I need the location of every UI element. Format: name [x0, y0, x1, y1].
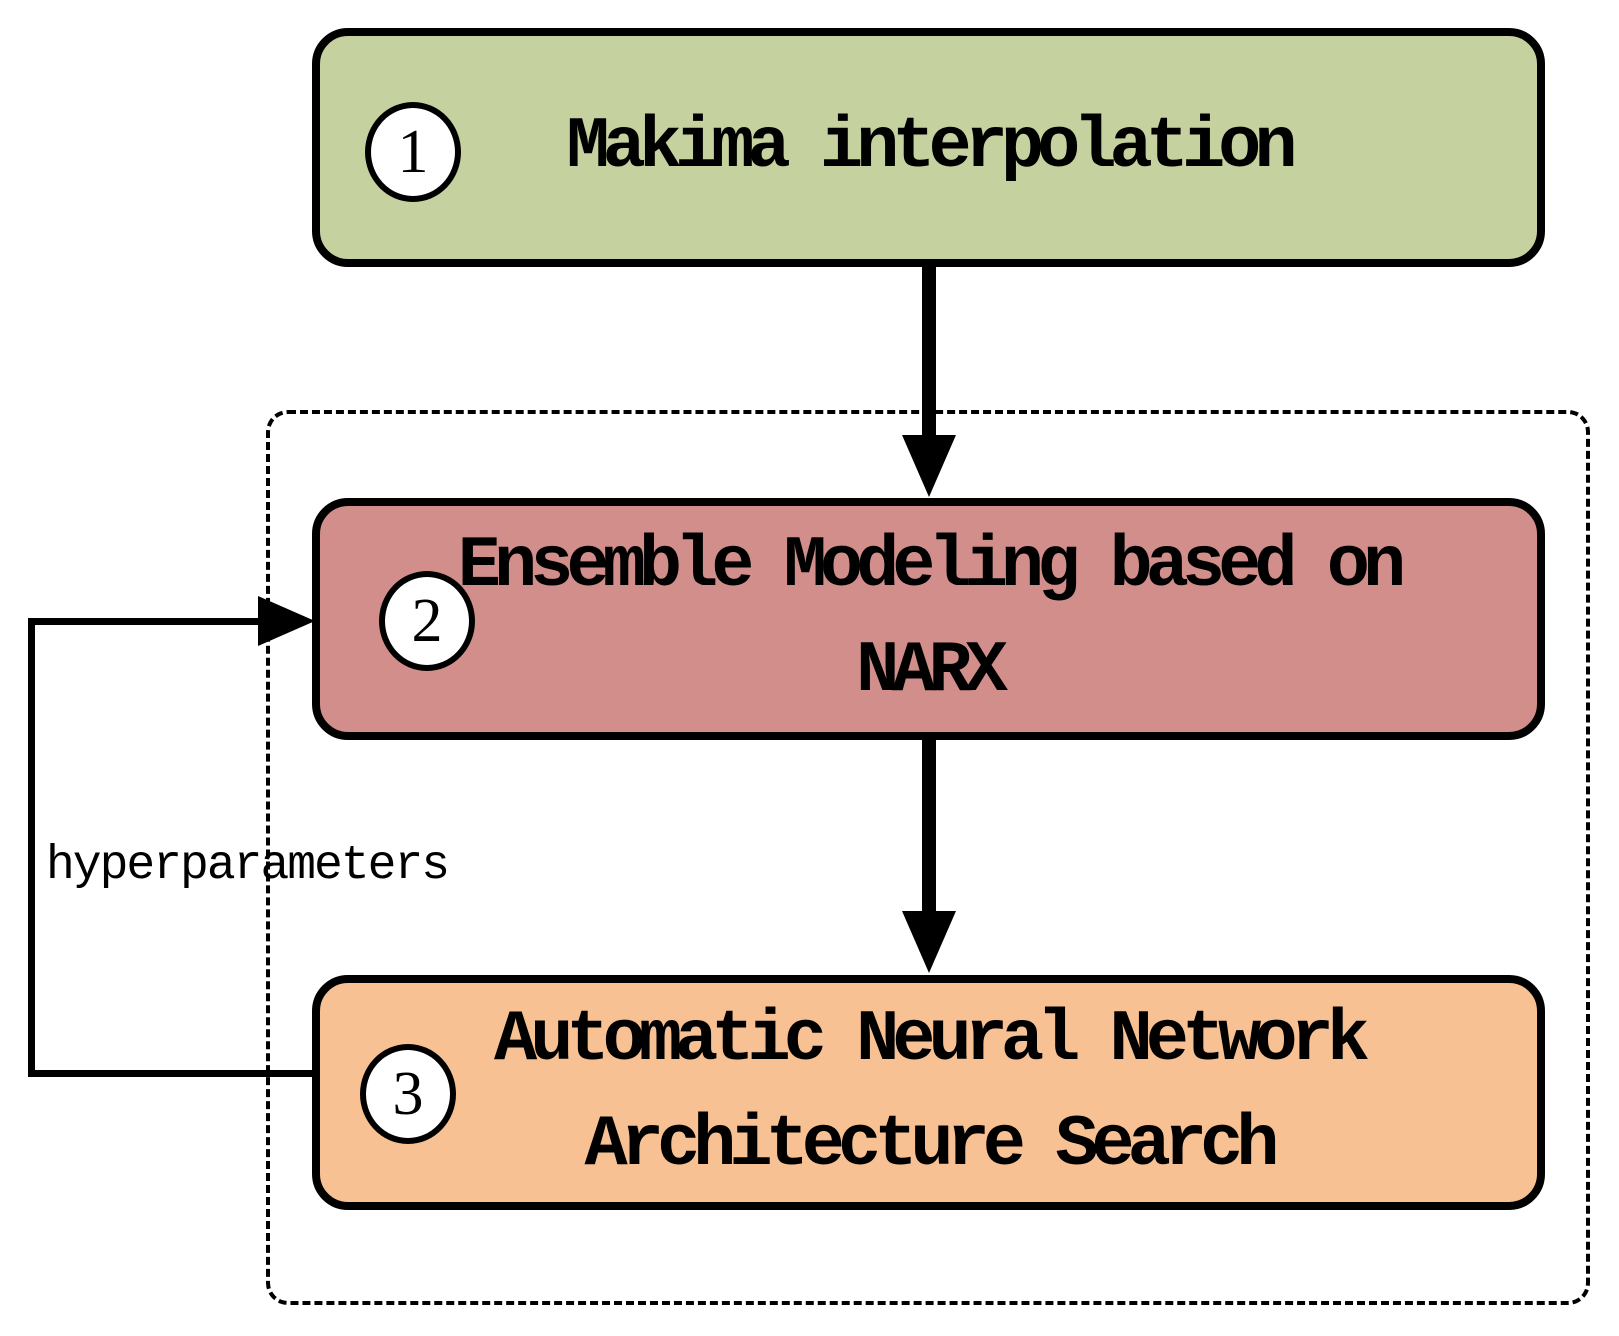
arrow-step2-to-step3-shaft [922, 736, 936, 916]
step-2-number-badge: 2 [379, 571, 475, 671]
feedback-line-bottom [28, 1070, 316, 1077]
step-2-box: Ensemble Modeling based on NARX [312, 498, 1545, 740]
arrow-step2-to-step3-head-icon [902, 911, 956, 973]
step-1-number-badge: 1 [365, 102, 461, 202]
feedback-line-vertical [28, 618, 35, 1077]
step-1-label: Makima interpolation [566, 106, 1297, 188]
step-3-number-badge: 3 [360, 1044, 456, 1144]
step-1-box: Makima interpolation [312, 28, 1545, 267]
step-3-number: 3 [392, 1059, 424, 1128]
feedback-line-top [28, 618, 260, 625]
step-3-box: Automatic Neural Network Architecture Se… [312, 975, 1545, 1210]
step-2-label: Ensemble Modeling based on NARX [457, 525, 1406, 712]
step-1-number: 1 [397, 117, 429, 186]
feedback-arrow-head-icon [258, 596, 315, 646]
step-3-label: Automatic Neural Network Architecture Se… [494, 998, 1370, 1186]
feedback-label: hyperparameters [46, 839, 450, 893]
arrow-step1-to-step2-head-icon [902, 435, 956, 497]
step-2-number: 2 [411, 586, 443, 655]
arrow-step1-to-step2-shaft [922, 262, 936, 442]
